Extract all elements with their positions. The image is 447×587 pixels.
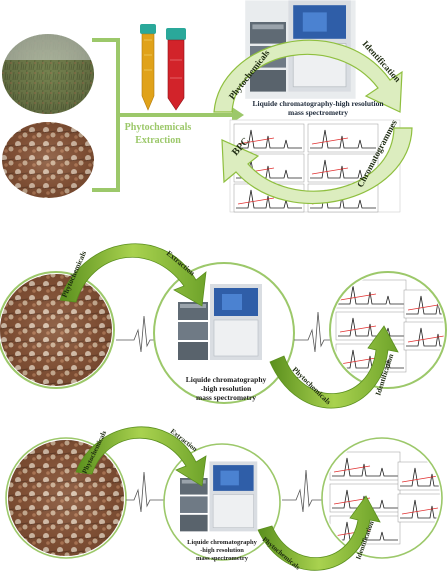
panel-2: Liquide chromatography -high resolution …	[0, 243, 447, 409]
instrument-label-3-line3: mass spectrometry	[196, 555, 249, 562]
cycle-arrows	[213, 39, 413, 205]
cycle-arrow-top	[213, 39, 403, 113]
dried-flowers-photo-3	[8, 440, 124, 556]
ecg-line-3	[126, 471, 168, 513]
dried-flowers-photo-2	[0, 274, 112, 386]
cycle-arrow-bottom	[221, 127, 413, 205]
instrument-label-top-1: Liquide chromatography-high resolution	[253, 99, 385, 108]
ecg-line-4	[282, 469, 324, 513]
ecg-line-2	[294, 311, 332, 353]
arrow-identification-2	[269, 325, 399, 409]
panel-1: Phytochemicals Extraction Phytochemicals…	[2, 0, 413, 213]
instrument-label-3-line1: Liquide chromatography	[187, 539, 258, 546]
bracket	[92, 38, 120, 192]
instrument-label-2-line2: -high resolution	[201, 384, 252, 393]
yellow-tube	[140, 24, 156, 111]
dried-flowers-photo	[2, 122, 94, 198]
instrument-label-2-line3: mass spectrometry	[196, 393, 256, 402]
instrument-label-2-line1: Liquide chromatography	[186, 375, 267, 384]
panel-3: Liquide chromatography -high resolution …	[5, 426, 443, 572]
bracket-arrowhead	[232, 107, 244, 123]
extraction-label-line2: Extraction	[135, 135, 181, 146]
extraction-label-line1: Phytochemicals	[125, 122, 192, 133]
ecg-line-1	[116, 315, 168, 353]
instrument-label-3-line2: -high resolution	[200, 547, 244, 554]
arrow-extraction-2	[59, 243, 207, 307]
instrument-label-top-2: mass spectrometry	[288, 108, 348, 117]
arrow-identification-3	[257, 495, 381, 571]
red-tube	[166, 28, 186, 111]
arrow-extraction-3	[75, 426, 207, 487]
grass-photo	[2, 34, 94, 114]
